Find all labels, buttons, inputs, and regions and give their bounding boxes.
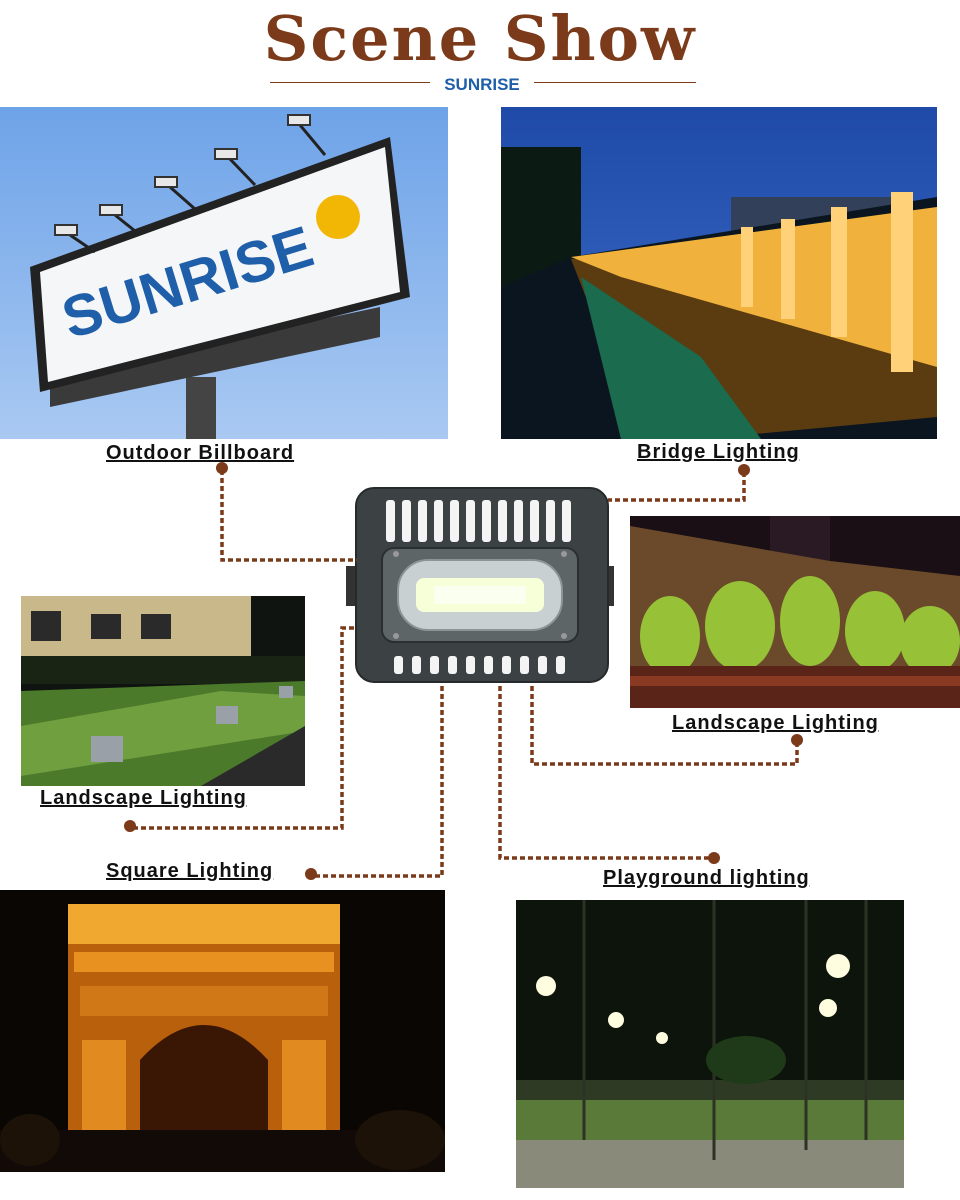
- label-outdoor-billboard: Outdoor Billboard: [106, 442, 295, 464]
- connector-dot-bridge: [738, 464, 750, 476]
- landscape-photo-left: [21, 596, 305, 786]
- connector-dot-square: [305, 868, 317, 880]
- label-bridge-lighting: Bridge Lighting: [637, 441, 800, 463]
- billboard-photo: SUNRISE: [0, 107, 448, 439]
- page-title: Scene Show: [263, 2, 697, 75]
- label-landscape-lighting-left: Landscape Lighting: [40, 787, 247, 809]
- connector-dot-playground: [708, 852, 720, 864]
- connector-dot-landscape-left: [124, 820, 136, 832]
- title-divider-right: [534, 82, 696, 83]
- connector-dot-billboard: [216, 462, 228, 474]
- label-playground-lighting: Playground lighting: [603, 867, 810, 889]
- landscape-photo-right: [630, 516, 960, 708]
- brand-logo: SUNRISE: [430, 74, 534, 96]
- square-photo: [0, 890, 445, 1172]
- flood-light-product: [346, 486, 614, 686]
- connector-dot-landscape-right: [791, 734, 803, 746]
- brand-logo-text: SUNRISE: [444, 75, 520, 94]
- bridge-photo: [501, 107, 937, 439]
- label-square-lighting: Square Lighting: [106, 860, 274, 882]
- label-landscape-lighting-right: Landscape Lighting: [672, 712, 879, 734]
- playground-photo: [516, 900, 904, 1188]
- title-divider-left: [270, 82, 430, 83]
